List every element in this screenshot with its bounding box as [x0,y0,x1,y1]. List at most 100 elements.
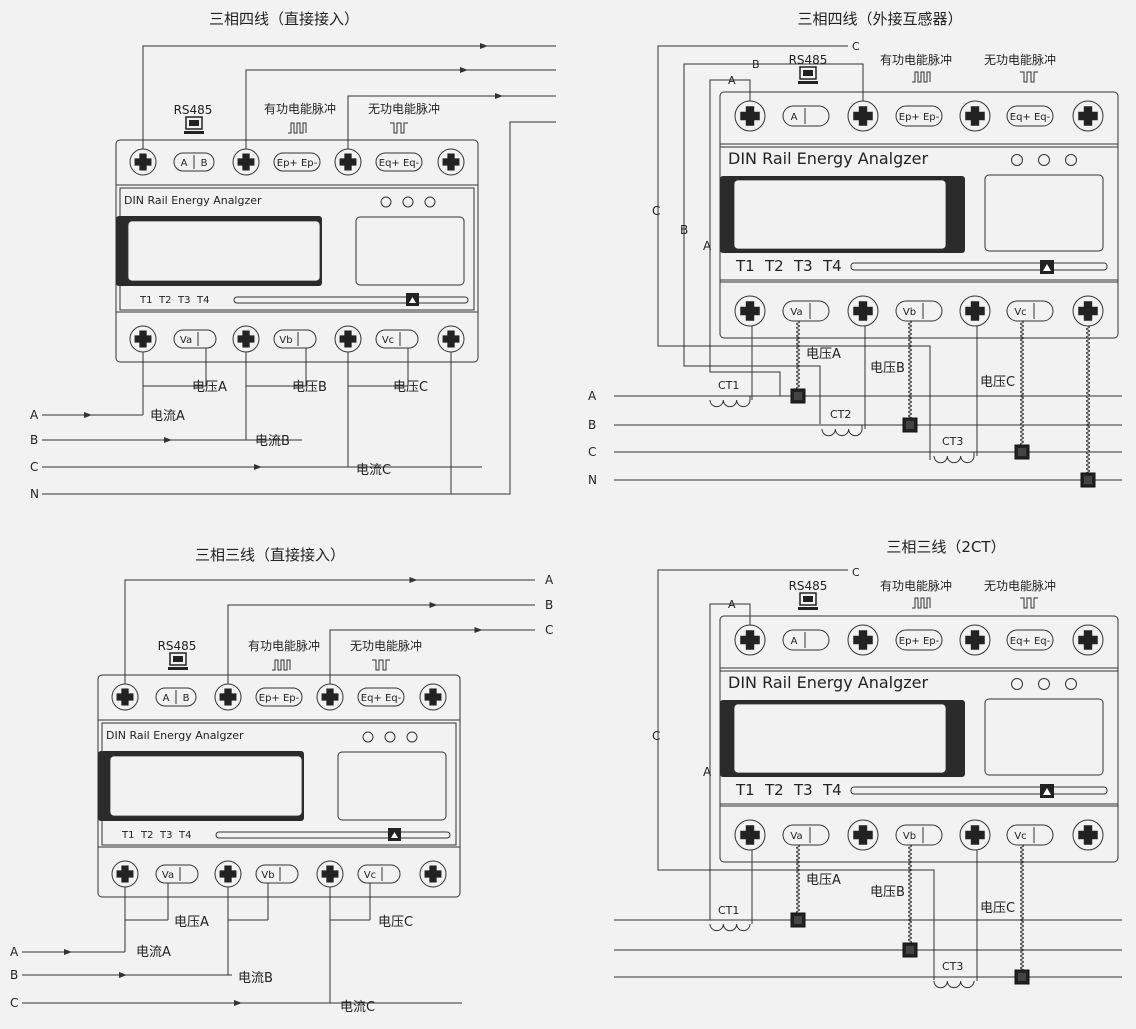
active-pulse-icon [912,71,931,83]
tariff-label: T4 [822,257,842,275]
port-b-label: B [183,693,190,704]
ct-label: CT1 [718,904,739,917]
port-va [782,824,830,846]
neutral-twisted-lead [1086,325,1090,475]
ct-core-inner [906,946,914,954]
port-ep-label: Ep+ Ep- [899,636,940,647]
computer-base [798,607,818,610]
computer-screen [173,656,183,662]
screw-cross-icon [965,825,985,845]
port-va-label: Va [162,870,174,881]
panel-three-phase-four-wire-ct: 三相四线（外接互感器） A Ep+ Ep- Eq+ Eq- DIN Rail Energ… [588,10,1122,488]
port-a [782,105,830,127]
port-va-label: Va [180,335,192,346]
port-a-label: A [791,112,798,123]
device-name: DIN Rail Energy Analgzer [124,194,262,207]
status-led [424,196,436,208]
voltage-twisted-lead [1020,844,1024,974]
port-eq-label: Eq+ Eq- [379,158,420,169]
port-va-label: Va [790,831,802,842]
lcd-screen [733,703,947,774]
screw-cross-icon [237,330,255,348]
port-eq [1006,105,1054,127]
line-label: B [588,418,596,432]
tariff-label: T4 [196,295,209,306]
active-pulse-icon [912,597,931,609]
status-led [380,196,392,208]
screw-cross-icon [237,153,255,171]
current-label: 电流C [356,463,391,478]
reactive-pulse-label: 无功电能脉冲 [984,578,1056,593]
port-eq-label: Eq+ Eq- [1010,636,1051,647]
voltage-label: 电压C [378,915,413,930]
port-ep-label: Ep+ Ep- [899,112,940,123]
screw-cross-icon [740,106,760,126]
line-label: A [545,573,554,587]
voltage-label: 电压B [292,380,327,395]
ct-coil [933,980,975,989]
wire-c-loop [657,45,931,460]
arrow-head [460,67,468,73]
port-vc-label: Vc [382,335,394,346]
panel-title: 三相四线（外接互感器） [797,10,962,28]
arrow-head [64,949,72,955]
voltage-label: 电压C [980,901,1015,916]
device-name: DIN Rail Energy Analgzer [106,729,244,742]
port-eq-label: Eq+ Eq- [1010,112,1051,123]
arrow-head [480,43,488,49]
voltage-label: 电压A [174,915,209,930]
line-label: A [588,389,597,403]
active-pulse-icon [288,122,307,134]
wire-label-a: A [703,765,712,779]
indicator-window [984,698,1104,776]
slider-track [850,786,1108,795]
wire-label-c: C [652,204,660,218]
screw-cross-icon [965,301,985,321]
line-label: N [588,473,597,487]
panel-title: 三相三线（直接接入） [195,546,345,564]
arrow-head [234,1000,242,1006]
voltage-twisted-lead [908,844,912,946]
tariff-label: T3 [793,257,813,275]
screw-cross-icon [740,630,760,650]
tariff-label: T2 [764,781,784,799]
line-label: B [545,598,553,612]
screw-cross-icon [1078,106,1098,126]
screw-cross-icon [1078,301,1098,321]
tariff-label: T4 [822,781,842,799]
screw-cross-icon [134,330,152,348]
indicator-window [984,174,1104,252]
status-led [1011,678,1023,690]
voltage-twisted-lead [796,320,800,390]
current-label: 电流B [238,971,273,986]
wire-a-loop [709,603,751,920]
port-va [173,329,217,349]
status-led [1038,154,1050,166]
port-eq [357,687,405,707]
arrow-head [429,602,438,608]
current-label: 电流C [340,1000,375,1015]
line-label: A [10,945,19,959]
computer-screen [803,70,813,76]
port-ab-label: A [181,158,188,169]
indicator-window [337,751,447,821]
screw-cross-icon [1078,825,1098,845]
wire-label-c: C [852,566,860,579]
ct-core-inner [794,916,802,924]
port-vc-label: Vc [1014,831,1026,842]
screw-cross-icon [853,825,873,845]
device-name: DIN Rail Energy Analgzer [728,149,928,168]
port-vc [1006,300,1054,322]
screw-cross-icon [134,153,152,171]
screw-cross-icon [321,688,339,706]
port-ep [895,629,943,651]
voltage-label: 电压A [806,873,841,888]
indicator-window [355,216,465,286]
up-triangle-icon [1043,264,1051,271]
screw-cross-icon [853,106,873,126]
ct-coil [709,399,751,408]
